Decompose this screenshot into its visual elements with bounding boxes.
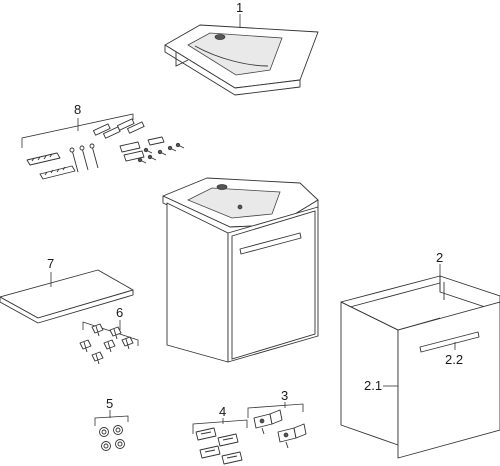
callout-8: 8: [74, 102, 81, 117]
callout-3: 3: [281, 388, 288, 403]
callout-4: 4: [219, 404, 226, 419]
fixing-set-icon: [94, 415, 129, 451]
callout-1: 1: [236, 0, 243, 15]
shelf-icon: [0, 269, 134, 324]
cabinet-carcass-icon: [340, 275, 500, 459]
fixing-set-icon: [79, 321, 139, 365]
callout-7: 7: [47, 256, 54, 271]
hinge-icon: [247, 403, 307, 449]
washbasin-icon: [164, 24, 319, 96]
callout-6: 6: [116, 305, 123, 320]
fixing-set-icon: [192, 419, 248, 465]
callout-2-1: 2.1: [364, 378, 382, 393]
callout-2: 2: [436, 250, 443, 265]
vanity-unit-icon: [162, 177, 319, 363]
handle-icon: [419, 331, 480, 353]
fixing-set-icon: [21, 113, 185, 180]
callout-5: 5: [106, 396, 113, 411]
callout-2-2: 2.2: [445, 352, 463, 367]
